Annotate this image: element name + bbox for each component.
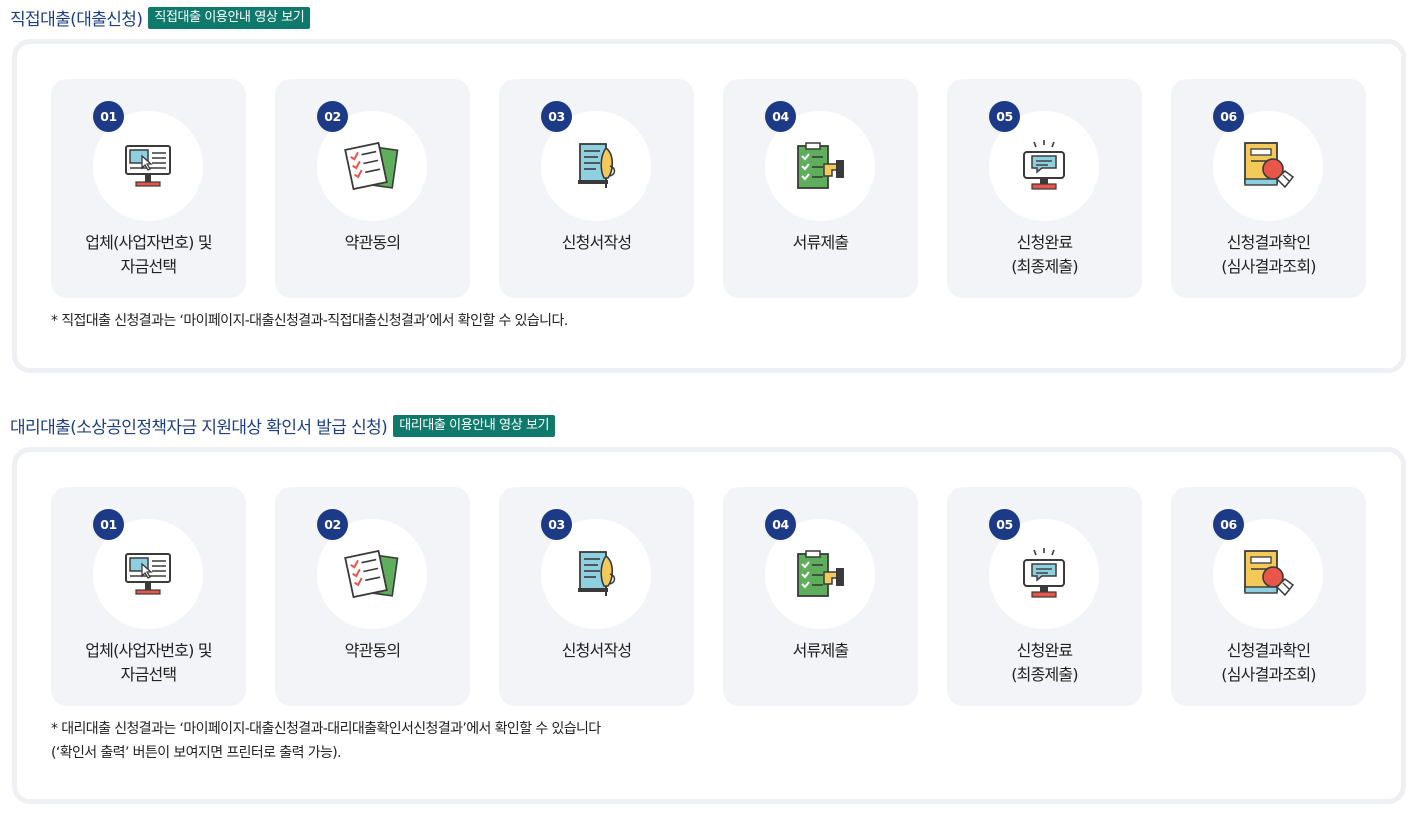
step-label: 신청완료 (최종제출)	[1011, 641, 1078, 684]
step-label: 서류제출	[792, 641, 849, 660]
agency-loan-note-line1: * 대리대출 신청결과는 ‘마이페이지-대출신청결과-대리대출확인서신청결과’에…	[51, 721, 601, 737]
agency-loan-note-line2: (‘확인서 출력’ 버튼이 보여지면 프린터로 출력 가능).	[51, 745, 342, 761]
step-label: 신청서작성	[561, 641, 632, 660]
step-number: 01	[93, 101, 124, 132]
direct-loan-header: 직접대출(대출신청) 직접대출 이용안내 영상 보기	[10, 5, 311, 30]
agency-step-2: 02 약관동의	[275, 487, 470, 706]
agency-loan-title: 대리대출(소상공인정책자금 지원대상 확인서 발급 신청)	[10, 418, 388, 438]
agency-loan-panel: 01 업체(사업자번호) 및 자금선택 02 약관동의 03 신청서작성 04	[12, 447, 1406, 804]
direct-loan-video-button[interactable]: 직접대출 이용안내 영상 보기	[148, 6, 311, 29]
step-label: 업체(사업자번호) 및 자금선택	[85, 233, 212, 276]
direct-loan-steps: 01 업체(사업자번호) 및 자금선택 02 약관동의 03 신청서작성 04	[51, 79, 1366, 298]
agency-loan-video-button[interactable]: 대리대출 이용안내 영상 보기	[393, 414, 556, 437]
direct-loan-title: 직접대출(대출신청)	[10, 10, 143, 30]
step-number: 06	[1213, 101, 1244, 132]
direct-step-1: 01 업체(사업자번호) 및 자금선택	[51, 79, 246, 298]
step-number: 05	[989, 101, 1020, 132]
agency-step-5: 05 신청완료 (최종제출)	[947, 487, 1142, 706]
step-label: 신청서작성	[561, 233, 632, 252]
step-label: 약관동의	[344, 233, 401, 252]
step-number: 01	[93, 509, 124, 540]
direct-loan-panel: 01 업체(사업자번호) 및 자금선택 02 약관동의 03 신청서작성 04	[12, 39, 1406, 373]
agency-step-1: 01 업체(사업자번호) 및 자금선택	[51, 487, 246, 706]
direct-step-2: 02 약관동의	[275, 79, 470, 298]
step-label: 약관동의	[344, 641, 401, 660]
step-number: 02	[317, 101, 348, 132]
agency-step-4: 04 서류제출	[723, 487, 918, 706]
step-number: 03	[541, 101, 572, 132]
monitor-message-icon	[989, 111, 1099, 221]
direct-step-5: 05 신청완료 (최종제출)	[947, 79, 1142, 298]
direct-step-4: 04 서류제출	[723, 79, 918, 298]
step-number: 04	[765, 509, 796, 540]
agency-loan-header: 대리대출(소상공인정책자금 지원대상 확인서 발급 신청) 대리대출 이용안내 …	[10, 413, 556, 438]
step-number: 02	[317, 509, 348, 540]
direct-loan-note: * 직접대출 신청결과는 ‘마이페이지-대출신청결과-직접대출신청결과’에서 확…	[51, 313, 568, 329]
agency-step-3: 03 신청서작성	[499, 487, 694, 706]
book-seal-handshake-icon	[1213, 519, 1323, 629]
step-label: 업체(사업자번호) 및 자금선택	[85, 641, 212, 684]
agency-step-6: 06 신청결과확인 (심사결과조회)	[1171, 487, 1366, 706]
document-pen-icon	[541, 111, 651, 221]
agency-loan-steps: 01 업체(사업자번호) 및 자금선택 02 약관동의 03 신청서작성 04	[51, 487, 1366, 706]
step-label: 서류제출	[792, 233, 849, 252]
step-number: 06	[1213, 509, 1244, 540]
step-label: 신청완료 (최종제출)	[1011, 233, 1078, 276]
direct-step-3: 03 신청서작성	[499, 79, 694, 298]
step-number: 03	[541, 509, 572, 540]
step-number: 04	[765, 101, 796, 132]
clipboard-hand-icon	[765, 519, 875, 629]
direct-step-6: 06 신청결과확인 (심사결과조회)	[1171, 79, 1366, 298]
step-label: 신청결과확인 (심사결과조회)	[1221, 641, 1316, 684]
document-pen-icon	[541, 519, 651, 629]
computer-cursor-icon	[93, 111, 203, 221]
step-number: 05	[989, 509, 1020, 540]
step-label: 신청결과확인 (심사결과조회)	[1221, 233, 1316, 276]
